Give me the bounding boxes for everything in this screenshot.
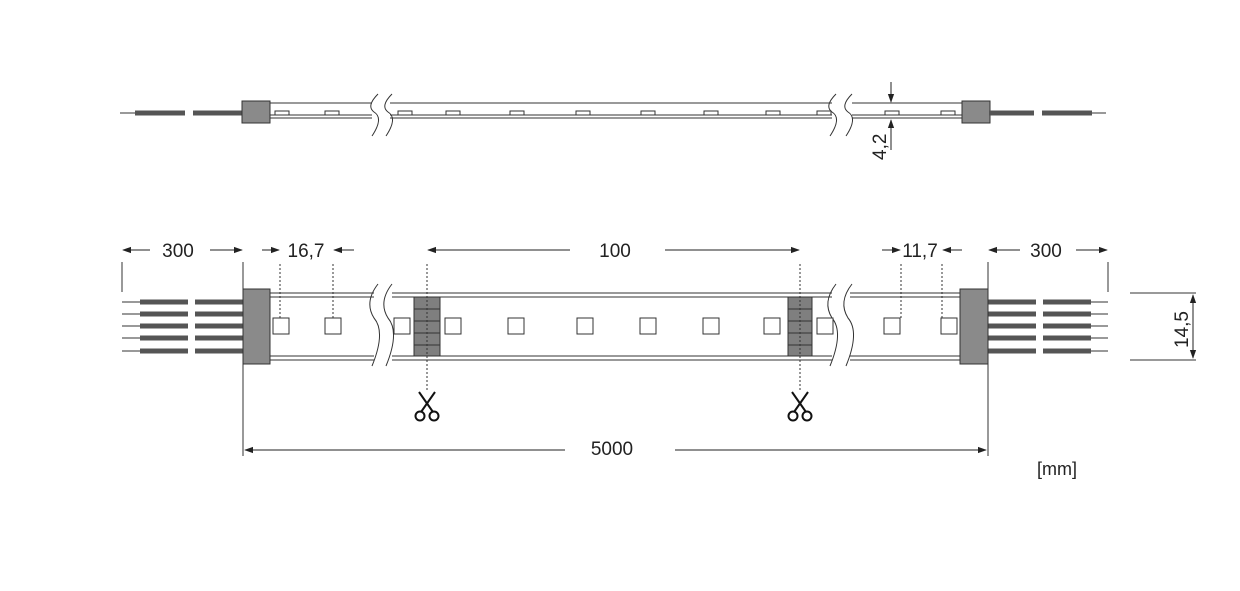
unit-label: [mm]	[1037, 459, 1077, 479]
break-line	[369, 283, 380, 367]
end-cap-right	[959, 288, 989, 365]
scissors-icon	[414, 391, 440, 422]
wire-length-left-label: 300	[162, 241, 194, 262]
break-line	[844, 93, 853, 137]
strip-profile-right	[852, 102, 962, 119]
cut-pad-right	[787, 296, 813, 357]
wire-bundle-right	[988, 299, 1108, 354]
top-view	[121, 262, 1196, 456]
break-line	[828, 93, 837, 137]
thickness-label: 4,2	[870, 134, 891, 160]
last-led-offset-label: 11,7	[902, 241, 938, 262]
end-cap-right	[961, 100, 991, 124]
total-length-label: 5000	[591, 439, 633, 460]
cut-segment-label: 100	[599, 241, 631, 262]
wire-insulation	[989, 110, 1034, 116]
wire-insulation	[1042, 110, 1092, 116]
break-line	[384, 93, 393, 137]
end-cap-left	[242, 288, 271, 365]
wire-insulation	[135, 110, 185, 116]
strip-body-middle	[392, 292, 832, 361]
first-led-offset-label: 16,7	[288, 241, 325, 262]
cut-pad-left	[413, 296, 441, 357]
strip-body-left	[270, 292, 374, 361]
side-view	[120, 82, 1106, 150]
break-line	[370, 93, 379, 137]
scissors-icon	[787, 391, 813, 422]
dimension-arrows	[122, 246, 1197, 454]
led-chips	[272, 317, 958, 335]
strip-width-label: 14,5	[1172, 311, 1193, 348]
wire-length-right-label: 300	[1030, 241, 1062, 262]
end-cap-left	[241, 100, 271, 124]
wire-insulation	[193, 110, 243, 116]
break-line	[843, 283, 854, 367]
strip-profile-left	[270, 102, 372, 119]
strip-profile-middle	[390, 102, 832, 119]
break-line	[383, 283, 394, 367]
wire-bundle-left	[122, 299, 243, 354]
